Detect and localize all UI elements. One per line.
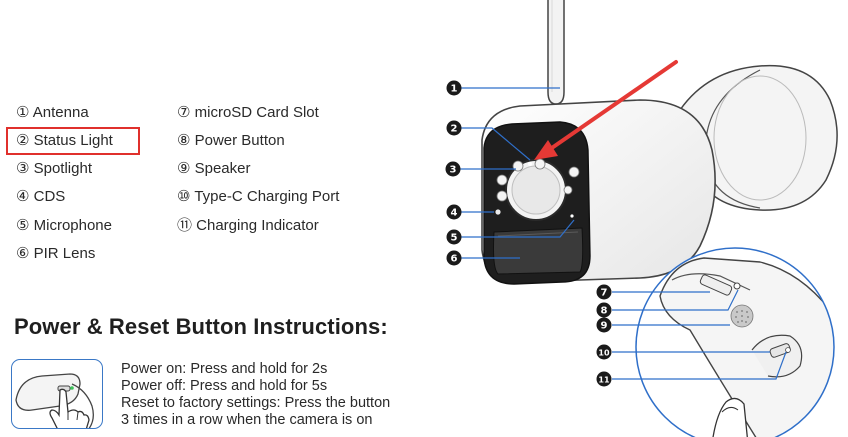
callout-number-10: 10 — [598, 349, 610, 358]
detail-leader-lines — [612, 289, 787, 380]
instruction-reset-continued: 3 times in a row when the camera is on — [121, 412, 373, 428]
part-label-power-button: ⑧ Power Button — [177, 132, 285, 149]
part-label-spotlight: ③ Spotlight — [16, 160, 92, 177]
instruction-reset: Reset to factory settings: Press the but… — [121, 395, 391, 411]
callout-number-7: 7 — [601, 288, 608, 299]
status-light-arrow — [534, 60, 678, 160]
callout-markers: 1 2 3 4 5 6 7 8 9 10 11 — [445, 80, 612, 387]
part-label-microsd-slot: ⑦ microSD Card Slot — [177, 104, 319, 121]
part-label-microphone: ⑤ Microphone — [16, 217, 112, 234]
part-label-status-light: ② Status Light — [16, 132, 113, 149]
instruction-power-off: Power off: Press and hold for 5s — [121, 378, 328, 394]
callout-number-1: 1 — [451, 84, 458, 95]
callout-number-4: 4 — [451, 208, 458, 219]
camera-illustration — [481, 99, 716, 285]
part-label-cds: ④ CDS — [16, 188, 66, 205]
callout-marker-11 — [596, 371, 612, 387]
leader-lines — [460, 87, 575, 259]
callout-number-8: 8 — [601, 306, 608, 317]
callout-number-9: 9 — [601, 321, 608, 332]
part-label-type-c-port: ⑩ Type-C Charging Port — [177, 188, 340, 205]
callout-marker-7 — [596, 284, 612, 300]
detail-circle — [635, 247, 835, 437]
camera-mount — [679, 64, 838, 211]
part-label-speaker: ⑨ Speaker — [177, 160, 251, 177]
callout-marker-8 — [596, 302, 612, 318]
callout-marker-3 — [445, 161, 461, 177]
callout-number-6: 6 — [451, 254, 458, 265]
hand-press-icon — [15, 373, 94, 428]
instruction-power-on: Power on: Press and hold for 2s — [121, 361, 328, 377]
callout-marker-4 — [446, 204, 462, 220]
callout-marker-2 — [446, 120, 462, 136]
callout-marker-6 — [446, 250, 462, 266]
callout-marker-10 — [596, 344, 612, 360]
callout-marker-5 — [446, 229, 462, 245]
hand-press-thumbnail — [11, 359, 103, 429]
callout-marker-9 — [596, 317, 612, 333]
part-label-charging-indicator: ⑪ Charging Indicator — [177, 217, 319, 234]
callout-number-11: 11 — [598, 376, 610, 385]
part-label-pir-lens: ⑥ PIR Lens — [16, 245, 96, 262]
callout-number-2: 2 — [451, 124, 458, 135]
callout-number-3: 3 — [450, 165, 457, 176]
callout-marker-1 — [446, 80, 462, 96]
callout-number-5: 5 — [451, 233, 458, 244]
instructions-heading: Power & Reset Button Instructions: — [14, 314, 388, 339]
status-light-highlight-box — [6, 127, 140, 155]
part-label-antenna: ① Antenna — [16, 104, 89, 121]
